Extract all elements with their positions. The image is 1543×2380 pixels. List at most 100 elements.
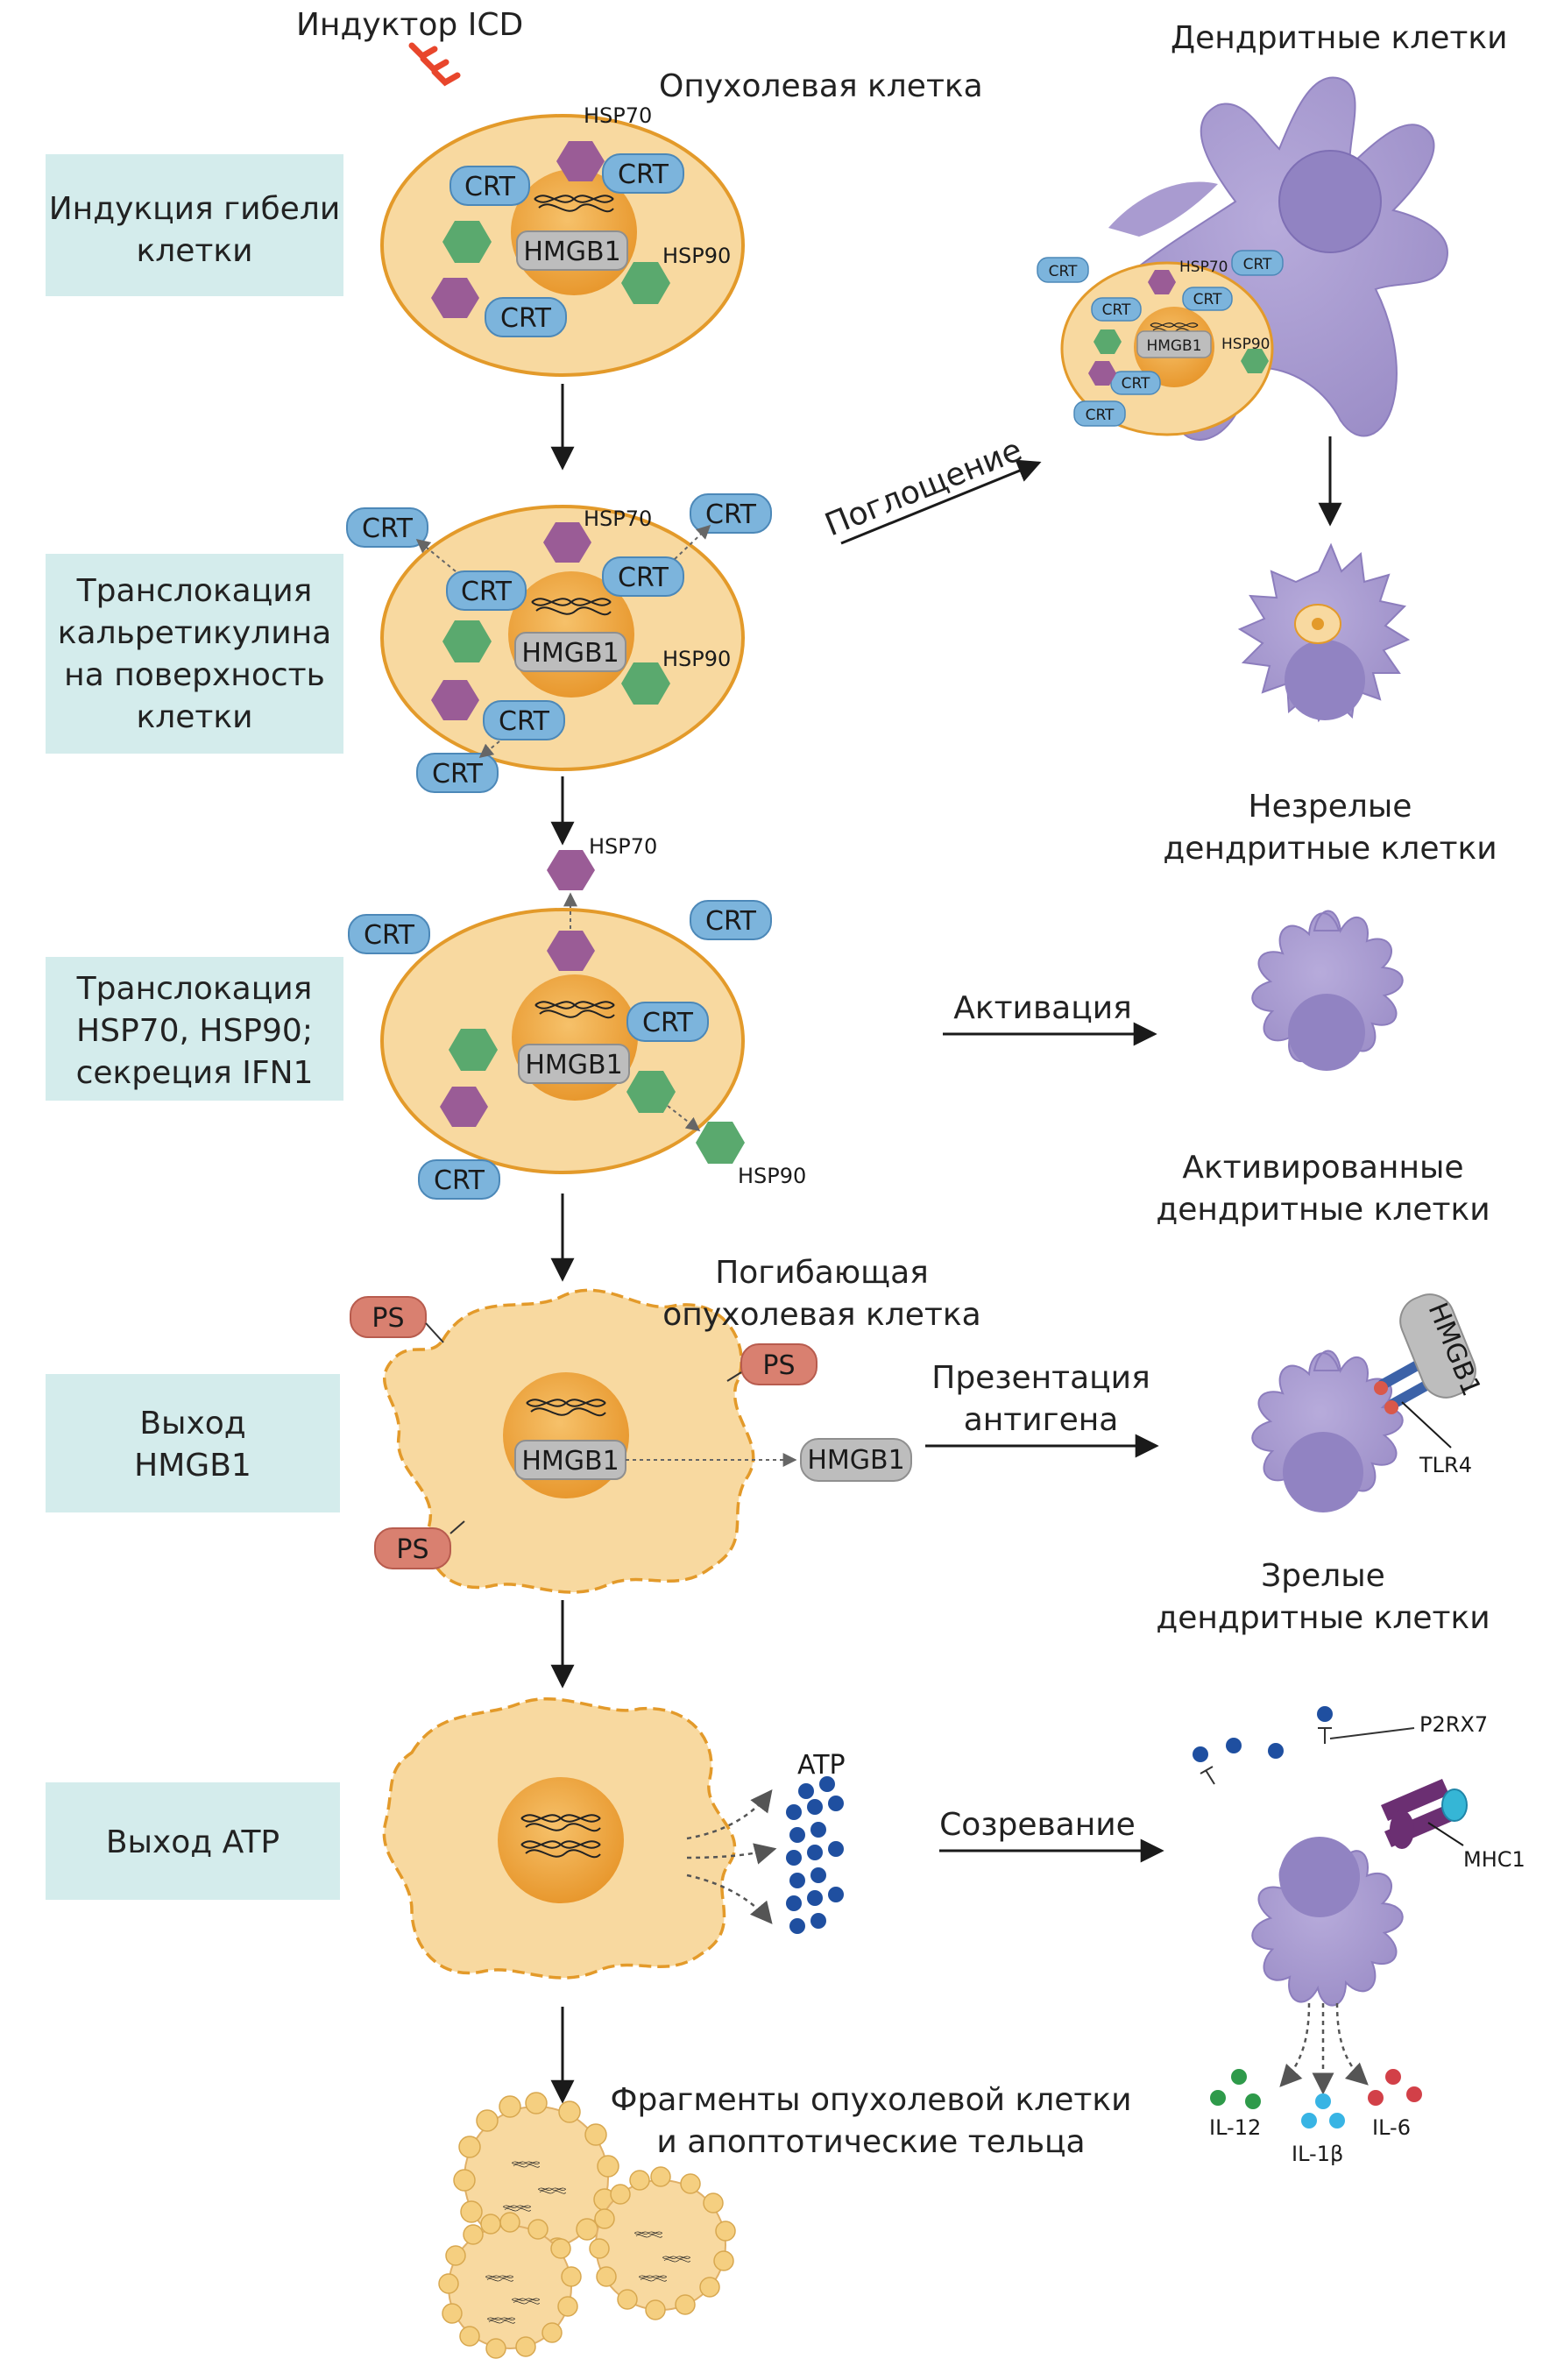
atp-label: ATP bbox=[797, 1750, 846, 1781]
hsp70-label: HSP70 bbox=[584, 506, 652, 531]
crt-label: CRT bbox=[705, 499, 757, 530]
tumor-cell-2: HMGB1 HSP70 CRT CRT HSP90 CRT CRT CRT CR… bbox=[346, 493, 772, 793]
p2rx7-receptor bbox=[1200, 1727, 1332, 1785]
crt-badge bbox=[626, 1002, 709, 1042]
crt-label: CRT bbox=[432, 759, 484, 790]
apoptotic-body bbox=[589, 2166, 736, 2320]
hmgb1-badge bbox=[516, 230, 628, 271]
hsp70-hexagon bbox=[556, 141, 605, 181]
il6-molecules bbox=[1368, 2069, 1422, 2106]
stage-4-line-1: Выход bbox=[139, 1406, 245, 1441]
crt-badge bbox=[446, 570, 527, 611]
ps-badge bbox=[350, 1296, 427, 1338]
stage-1-line-1: Индукция гибели bbox=[49, 191, 340, 227]
crt-label: CRT bbox=[1193, 291, 1222, 308]
crt-label: CRT bbox=[461, 577, 513, 607]
hsp90-label: HSP90 bbox=[738, 1164, 806, 1188]
crt-badge bbox=[485, 297, 567, 337]
dc-nucleus bbox=[1278, 150, 1382, 253]
hmgb1-label: HMGB1 bbox=[1146, 337, 1201, 355]
crt-label: CRT bbox=[364, 920, 415, 951]
hsp90-hexagon bbox=[442, 221, 492, 263]
hsp90-hexagon bbox=[621, 262, 670, 304]
activation-label: Активация bbox=[953, 990, 1132, 1026]
hsp70-label: HSP70 bbox=[1179, 259, 1228, 276]
stage-3-line-2: HSP70, HSP90; bbox=[76, 1013, 313, 1049]
hsp70-hexagon bbox=[431, 680, 479, 720]
stage-5-line-1: Выход ATP bbox=[106, 1824, 280, 1860]
crt-label: CRT bbox=[464, 172, 516, 202]
inducer-chevrons-icon bbox=[408, 42, 461, 87]
crt-surface-badge bbox=[348, 914, 430, 954]
crt-badge bbox=[602, 153, 684, 194]
crt-badge bbox=[602, 556, 684, 597]
stage-3-line-3: секреция IFN1 bbox=[76, 1055, 314, 1091]
ps-label: PS bbox=[372, 1303, 404, 1334]
dendritic-cells-title: Дендритные клетки bbox=[1171, 20, 1508, 56]
stage-2-line-4: клетки bbox=[136, 699, 252, 735]
crt-badge bbox=[483, 700, 565, 740]
mhc1-receptor bbox=[1381, 1779, 1468, 1849]
stage-box-4 bbox=[46, 1374, 340, 1512]
hsp90-hexagon bbox=[449, 1029, 498, 1071]
mature-dendritic-cell: HMGB1 TLR4 bbox=[1251, 1293, 1487, 1512]
crt-label: CRT bbox=[1086, 407, 1115, 424]
hmgb1-released-badge bbox=[800, 1438, 912, 1482]
tumor-cell-1: HMGB1 HSP70 CRT CRT HSP90 CRT bbox=[380, 103, 745, 377]
hmgb1-label: HMGB1 bbox=[807, 1445, 904, 1476]
tumor-cell-3: HMGB1 HSP70 CRT CRT CRT HSP90 CRT bbox=[348, 834, 806, 1200]
stage-box-2 bbox=[46, 554, 343, 754]
hsp70-hexagon bbox=[440, 1087, 488, 1127]
mhc1-label: MHC1 bbox=[1463, 1847, 1525, 1872]
crt-label: CRT bbox=[705, 906, 757, 937]
crt-label: CRT bbox=[618, 563, 669, 593]
activated-dendritic-cell bbox=[1251, 910, 1404, 1071]
hsp90-hexagon bbox=[621, 662, 670, 705]
immature-dc-line-2: дендритные клетки bbox=[1163, 831, 1497, 867]
stage-3-line-1: Транслокация bbox=[76, 971, 313, 1007]
hsp90-hexagon bbox=[626, 1071, 676, 1113]
crt-surface-badge bbox=[690, 493, 772, 534]
maturation-label: Созревание bbox=[939, 1807, 1136, 1843]
hsp70-hexagon bbox=[543, 522, 591, 563]
il1b-molecules bbox=[1301, 2093, 1345, 2129]
crt-surface-badge bbox=[346, 507, 428, 548]
stage-4-line-2: HMGB1 bbox=[134, 1448, 251, 1484]
crt-label: CRT bbox=[362, 514, 414, 544]
inducer-label: Индуктор ICD bbox=[296, 7, 523, 43]
activation-arrow: Активация bbox=[943, 990, 1157, 1046]
antigen-presentation-line-2: антигена bbox=[964, 1402, 1119, 1438]
mature-dc-line-1: Зрелые bbox=[1261, 1558, 1385, 1594]
dying-cell-line-1: Погибающая bbox=[715, 1255, 929, 1291]
ps-label: PS bbox=[762, 1350, 795, 1381]
apoptotic-bodies bbox=[438, 2092, 736, 2359]
hmgb1-label: HMGB1 bbox=[523, 237, 620, 267]
hsp90-label: HSP90 bbox=[662, 244, 731, 268]
stage-2-line-2: кальретикулина bbox=[58, 615, 331, 651]
maturation-arrow: Созревание bbox=[939, 1807, 1164, 1863]
mature-dc-p2rx7-mhc1: MHC1 P2RX7 IL-12 IL-1β IL-6 bbox=[1193, 1706, 1525, 2166]
dying-tumor-cell: HMGB1 HMGB1 PS PS PS bbox=[350, 1288, 912, 1594]
nucleus bbox=[498, 1777, 624, 1903]
mature-dc-line-2: дендритные клетки bbox=[1156, 1600, 1490, 1636]
stage-2-line-1: Транслокация bbox=[76, 573, 313, 609]
stage-box-1 bbox=[46, 154, 343, 296]
hmgb1-label: HMGB1 bbox=[525, 1050, 622, 1080]
crt-surface-badge bbox=[416, 753, 499, 793]
hmgb1-badge bbox=[514, 632, 626, 672]
stage-box-3 bbox=[46, 957, 343, 1101]
tumor-cell-title: Опухолевая клетка bbox=[659, 68, 983, 104]
antigen-presentation-line-1: Презентация bbox=[931, 1360, 1150, 1396]
atp-releasing-cell: ATP bbox=[382, 1696, 846, 1980]
hsp70-label: HSP70 bbox=[584, 103, 652, 128]
crt-label: CRT bbox=[1122, 375, 1150, 393]
hmgb1-label: HMGB1 bbox=[521, 1446, 619, 1477]
stage-box-5 bbox=[46, 1782, 340, 1900]
crt-label: CRT bbox=[434, 1165, 485, 1196]
flow-arrows bbox=[550, 384, 1342, 2104]
crt-label: CRT bbox=[499, 706, 550, 737]
hsp90-label: HSP90 bbox=[662, 647, 731, 671]
p2rx7-label: P2RX7 bbox=[1419, 1712, 1488, 1737]
stage-2-line-3: на поверхность bbox=[64, 657, 325, 693]
